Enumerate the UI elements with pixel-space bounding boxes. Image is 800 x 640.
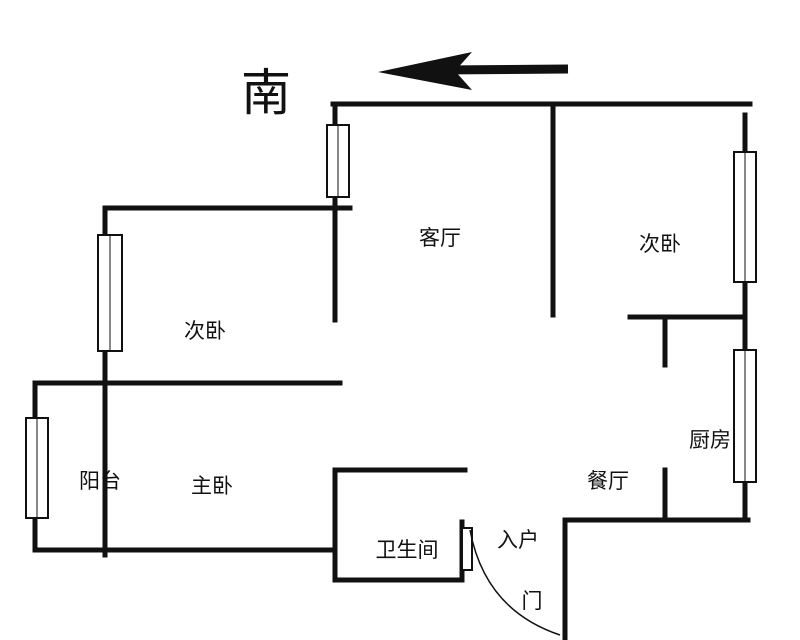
room-label-bathroom: 卫生间	[376, 538, 439, 562]
room-label-entrance: 入户	[497, 528, 539, 552]
room-label-living-room: 客厅	[419, 226, 461, 250]
entrance-door-icon	[461, 527, 561, 636]
room-label-balcony: 阳台	[79, 469, 121, 493]
room-label-master-bedroom: 主卧	[191, 474, 233, 498]
south-label: 南	[241, 64, 291, 122]
room-label-door: 门	[522, 589, 543, 613]
room-label-second-bedroom-right: 次卧	[639, 232, 681, 256]
room-label-dining-room: 餐厅	[587, 469, 629, 493]
windows	[25, 124, 757, 519]
room-label-second-bedroom-left: 次卧	[184, 319, 226, 343]
south-arrow-icon	[378, 52, 569, 90]
room-label-kitchen: 厨房	[689, 428, 731, 452]
